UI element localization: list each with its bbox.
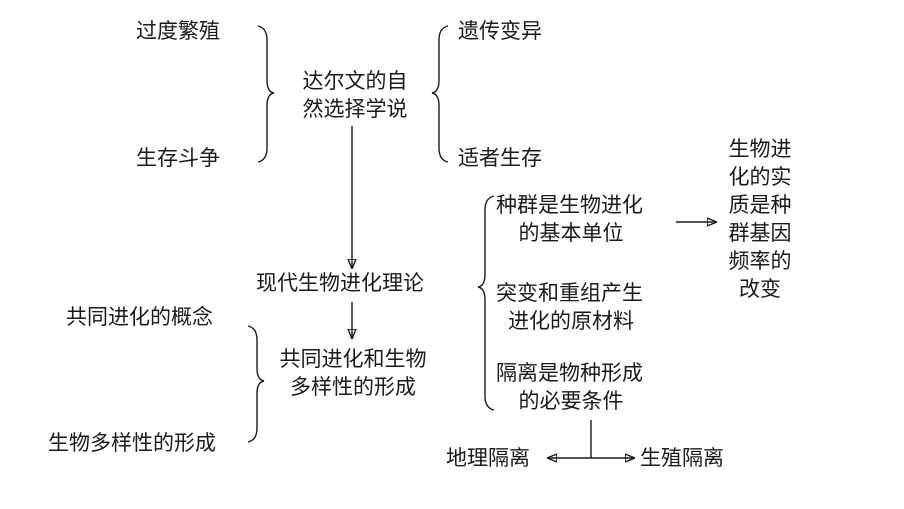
point-mutation-line2: 进化的原材料: [508, 309, 634, 333]
point-mutation-line1: 突变和重组产生: [496, 281, 643, 305]
heredity-variation-label: 遗传变异: [458, 19, 542, 43]
coevolution-title-line1: 共同进化和生物: [279, 347, 427, 371]
modern-theory-title: 现代生物进化理论: [256, 271, 424, 295]
essence-line5: 频率的: [728, 249, 792, 273]
geographic-isolation-label: 地理隔离: [446, 446, 530, 470]
point-isolation-line1: 隔离是物种形成: [496, 361, 643, 385]
essence-line3: 质是种: [728, 193, 792, 217]
brace-coevolution-left: [247, 325, 265, 443]
coevolution-title-line2: 多样性的形成: [290, 375, 416, 399]
essence-line4: 群基因: [728, 221, 792, 245]
coevolution-concept-label: 共同进化的概念: [66, 305, 213, 329]
point-unit-line1: 种群是生物进化: [496, 193, 643, 217]
darwin-theory-line1: 达尔文的自: [302, 69, 408, 93]
overbreeding-label: 过度繁殖: [136, 19, 220, 43]
reproductive-isolation-label: 生殖隔离: [640, 446, 724, 470]
brace-modern-points: [477, 195, 495, 411]
point-isolation-line2: 的必要条件: [518, 389, 624, 413]
brace-darwin-right: [431, 25, 449, 163]
essence-line6: 改变: [739, 277, 781, 301]
essence-line2: 化的实: [728, 165, 792, 189]
brace-darwin-left: [257, 25, 275, 163]
survival-of-fittest-label: 适者生存: [458, 146, 542, 170]
essence-line1: 生物进: [728, 137, 792, 161]
biodiversity-formation-label: 生物多样性的形成: [48, 431, 216, 455]
darwin-theory-line2: 然选择学说: [302, 97, 408, 121]
point-unit-line2: 的基本单位: [518, 221, 624, 245]
struggle-for-existence-label: 生存斗争: [136, 146, 220, 170]
